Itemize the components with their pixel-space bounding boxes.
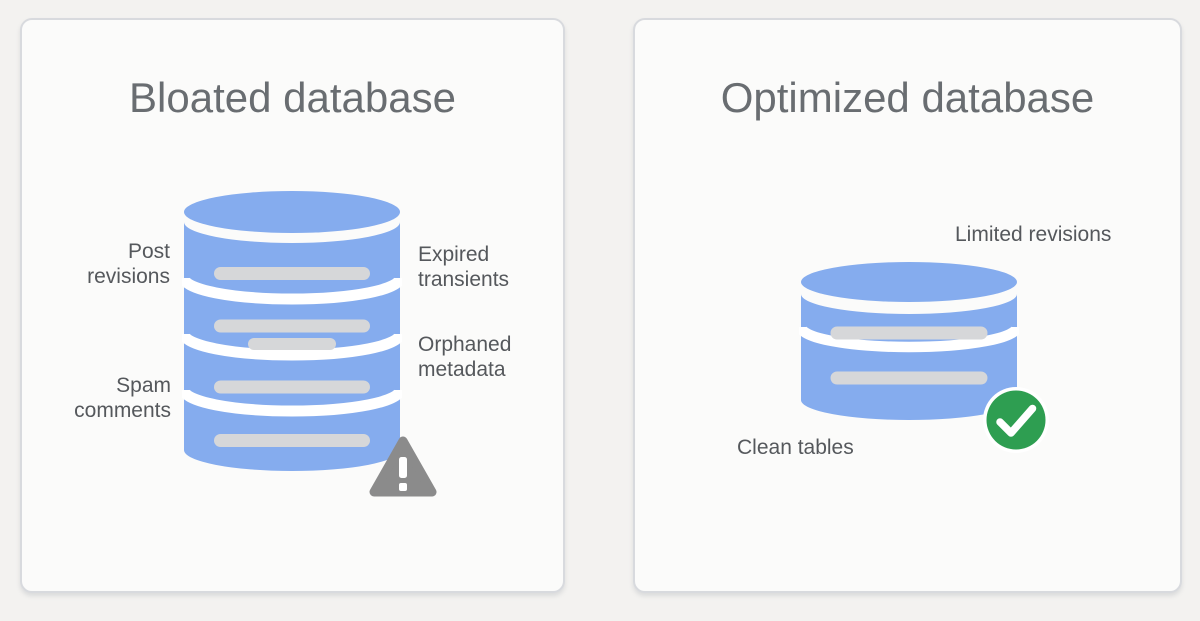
data-row-pill-small (248, 338, 336, 350)
database-separator (182, 332, 402, 361)
database-top-ellipse (801, 262, 1017, 302)
label-expired-transients: Expired transients (418, 243, 510, 291)
database-separator (182, 388, 402, 417)
data-row-pill (830, 371, 988, 385)
database-top-ellipse (184, 191, 400, 233)
check-icon (983, 387, 1049, 453)
data-row-pill (214, 434, 370, 447)
check-mark (996, 404, 1037, 437)
label-clean-tables: Clean tables (737, 436, 854, 459)
database-separator (182, 276, 402, 305)
label-orphaned-metadata: Orphaned metadata (418, 333, 512, 381)
data-row-pill (214, 267, 370, 280)
database-separator (799, 325, 1019, 353)
label-post-revisions: Post revisions (87, 240, 170, 288)
bloated-database-icon (182, 191, 402, 471)
bloated-card-title: Bloated database (129, 74, 456, 121)
warning-icon (369, 436, 437, 497)
data-row-pill (214, 319, 370, 333)
optimized-database-icon (799, 262, 1019, 420)
data-row-pill (830, 326, 988, 340)
warning-exclamation-bar (399, 457, 407, 478)
check-circle-shape (986, 390, 1046, 450)
optimized-card-title: Optimized database (720, 74, 1095, 121)
data-row-pill (214, 380, 370, 394)
optimized-database-card: Optimized database Limited revisions Cle… (633, 18, 1182, 593)
label-limited-revisions: Limited revisions (955, 223, 1112, 246)
bloated-database-card: Bloated database Post revisions Expired … (20, 18, 565, 593)
warning-exclamation-dot (399, 483, 407, 491)
label-spam-comments: Spam comments (74, 374, 171, 422)
database-body (801, 294, 1017, 420)
